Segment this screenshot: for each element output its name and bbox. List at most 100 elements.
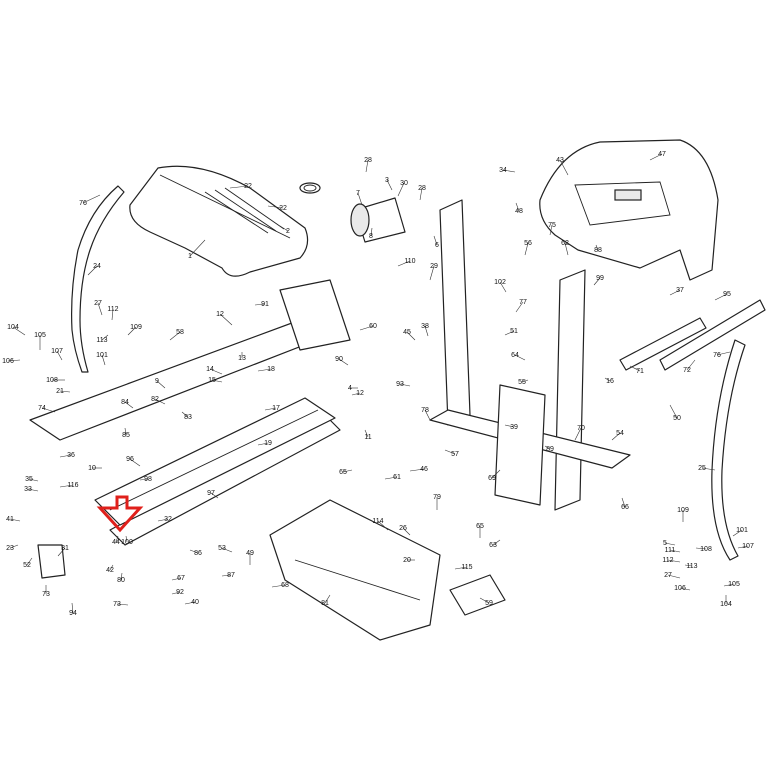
callout-c83: 83: [184, 414, 192, 421]
left-handrail: [71, 185, 125, 373]
callout-leader-c109a: [127, 326, 137, 336]
callout-c3: 3: [385, 177, 389, 184]
callout-c107a: 107: [51, 348, 63, 355]
callout-c8: 8: [369, 233, 373, 240]
callout-c92: 92: [176, 589, 184, 596]
callout-c11: 11: [364, 434, 371, 441]
callout-c24: 24: [93, 263, 101, 270]
callout-leader-c28a: [365, 159, 369, 173]
callout-leader-c113a: [101, 334, 109, 341]
callout-leader-c29: [429, 265, 435, 281]
callout-leader-c94: [71, 602, 74, 614]
callout-c58a: 58: [176, 329, 184, 336]
callout-c64: 64: [511, 352, 519, 359]
callout-c94: 94: [69, 610, 77, 617]
callout-leader-c22a: [229, 185, 249, 189]
callout-c56: 56: [524, 240, 532, 247]
callout-leader-c67: [171, 577, 182, 581]
callout-leader-c101a: [101, 354, 106, 366]
callout-leader-c3: [386, 179, 393, 191]
callout-c84: 84: [121, 399, 129, 406]
callout-c75: 75: [548, 222, 556, 229]
callout-leader-c44: [115, 535, 119, 543]
callout-c105b: 105: [728, 581, 740, 588]
callout-c45: 45: [403, 329, 411, 336]
callout-leader-c112b: [667, 559, 681, 563]
callout-c74: 74: [38, 405, 46, 412]
callout-leader-c90: [338, 358, 349, 366]
highlight-arrow: [96, 495, 144, 533]
callout-c38a: 38: [421, 323, 429, 330]
callout-leader-c27b: [667, 574, 681, 579]
callout-c100: 100: [121, 539, 133, 546]
callout-c81: 81: [321, 600, 329, 607]
callout-leader-c55: [521, 379, 529, 383]
callout-leader-c21: [59, 390, 71, 393]
callout-leader-c96: [129, 458, 141, 467]
callout-leader-c45: [406, 331, 416, 341]
callout-c20: 20: [403, 557, 411, 564]
callout-c70: 70: [577, 425, 585, 432]
callout-c90: 90: [335, 356, 343, 363]
callout-leader-c18: [257, 368, 272, 372]
main-frame: [29, 279, 351, 546]
callout-leader-c87: [221, 574, 232, 577]
callout-c96: 96: [126, 456, 134, 463]
callout-c108b: 108: [700, 546, 712, 553]
callout-leader-c68: [271, 584, 286, 588]
callout-leader-c62: [564, 242, 569, 256]
callout-leader-c37: [669, 289, 681, 296]
callout-leader-c7: [357, 192, 363, 206]
callout-c78: 78: [421, 407, 429, 414]
callout-leader-c32: [157, 518, 169, 522]
callout-leader-c60: [359, 325, 374, 331]
callout-leader-c39: [504, 424, 515, 428]
callout-c77: 77: [519, 299, 527, 306]
callout-c27b: 27: [664, 572, 672, 579]
callout-leader-c101b: [732, 529, 743, 537]
callout-c80: 80: [117, 577, 125, 584]
callout-c31: 31: [61, 545, 69, 552]
callout-leader-c71: [629, 365, 641, 372]
callout-leader-c69: [491, 469, 501, 479]
callout-c27a: 27: [94, 300, 102, 307]
callout-c101a: 101: [96, 352, 108, 359]
callout-c57: 57: [451, 451, 459, 458]
callout-c82: 82: [151, 396, 159, 403]
callout-c86: 86: [194, 550, 202, 557]
callout-c76b: 76: [713, 352, 721, 359]
callout-leader-c89: [544, 445, 551, 450]
callout-c33: 33: [24, 486, 32, 493]
callout-c48a: 48: [515, 208, 523, 215]
callout-leader-c17: [264, 407, 277, 411]
callout-leader-c25: [701, 467, 716, 471]
console: [539, 139, 719, 281]
callout-leader-c105b: [723, 583, 735, 587]
callout-c69: 69: [488, 475, 496, 482]
callout-leader-c8: [370, 227, 373, 237]
callout-leader-c63: [492, 539, 501, 546]
callout-leader-c2a: [279, 225, 289, 232]
callout-c76a: 76: [79, 200, 87, 207]
callout-c72: 72: [683, 367, 691, 374]
callout-c95: 95: [723, 291, 731, 298]
callout-leader-c57: [444, 449, 456, 455]
leader-lines: [7, 153, 749, 614]
callout-labels: 7624122222287308283344843471041051061071…: [2, 151, 754, 617]
callout-leader-c115: [454, 566, 468, 570]
callout-leader-c72: [686, 359, 696, 371]
callout-c93: 93: [396, 381, 404, 388]
callout-c115: 115: [461, 564, 472, 571]
shroud-base: [269, 499, 441, 641]
callout-leader-c50: [669, 404, 678, 419]
callout-c113a: 113: [96, 337, 107, 344]
callout-c39: 39: [510, 424, 518, 431]
callout-c22a: 22: [244, 183, 252, 190]
callout-leader-c70: [574, 427, 582, 441]
callout-leader-c46: [409, 468, 425, 472]
callout-leader-c14: [209, 368, 223, 375]
callout-leader-c84: [124, 401, 134, 409]
callout-leader-c114: [377, 520, 389, 531]
callout-leader-c66: [621, 497, 626, 508]
motor-hood: [129, 165, 309, 277]
